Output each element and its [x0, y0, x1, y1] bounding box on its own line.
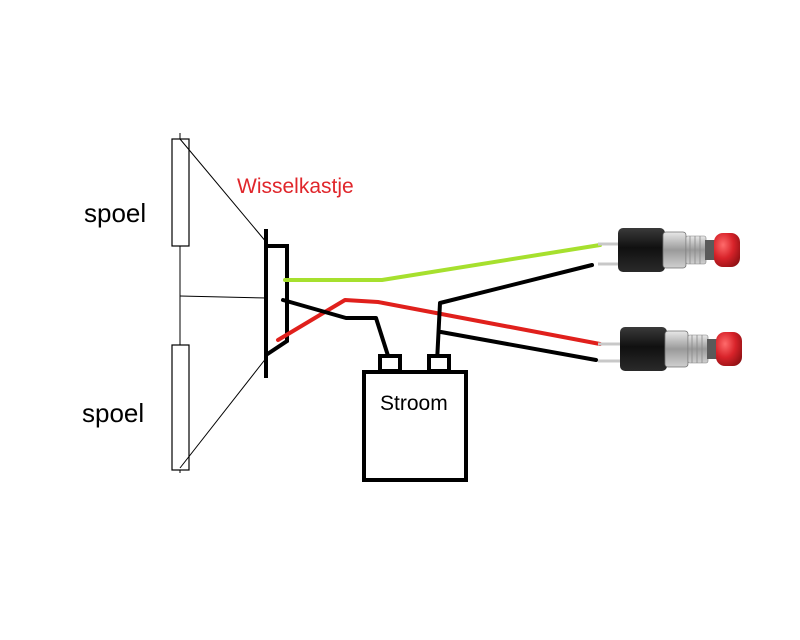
pushbutton-bottom-cap: [716, 332, 742, 366]
wire-red: [276, 298, 602, 346]
coil-bottom-lead: [179, 356, 268, 469]
coil-middle-lead: [179, 295, 268, 299]
pushbutton-top-body: [618, 228, 665, 272]
coil-bottom-label: spoel: [82, 398, 144, 428]
pushbutton-top-nut: [662, 231, 687, 269]
wire-black-power-to-button-top: [435, 263, 594, 364]
battery-body: [362, 370, 468, 482]
coil-top-icon: [171, 138, 190, 247]
pushbutton-top-cap: [714, 233, 740, 267]
pushbutton-top-icon: [598, 228, 740, 272]
battery-terminal-left: [378, 354, 402, 373]
coil-top-label: spoel: [84, 198, 146, 228]
pushbutton-bottom-nut: [664, 330, 689, 368]
power-label: Stroom: [380, 392, 448, 415]
battery-icon: [362, 354, 468, 482]
coil-bottom-icon: [171, 344, 190, 471]
pushbutton-bottom-icon: [598, 327, 742, 371]
pushbutton-bottom-body: [620, 327, 667, 371]
switch-box-bracket: [264, 244, 289, 357]
pushbutton-bottom-thread: [687, 334, 709, 364]
switch-box-icon: [264, 229, 289, 378]
pushbutton-top-thread: [685, 235, 707, 265]
coil-assembly: [171, 133, 268, 473]
wires: [276, 243, 602, 364]
switch-box-label: Wisselkastje: [237, 175, 354, 198]
battery-terminal-right: [427, 354, 451, 373]
coil-top-lead: [179, 138, 268, 244]
wire-black-power-to-button-bottom: [439, 330, 598, 362]
wire-green: [283, 243, 602, 282]
wire-black-switch-to-power: [281, 298, 392, 364]
